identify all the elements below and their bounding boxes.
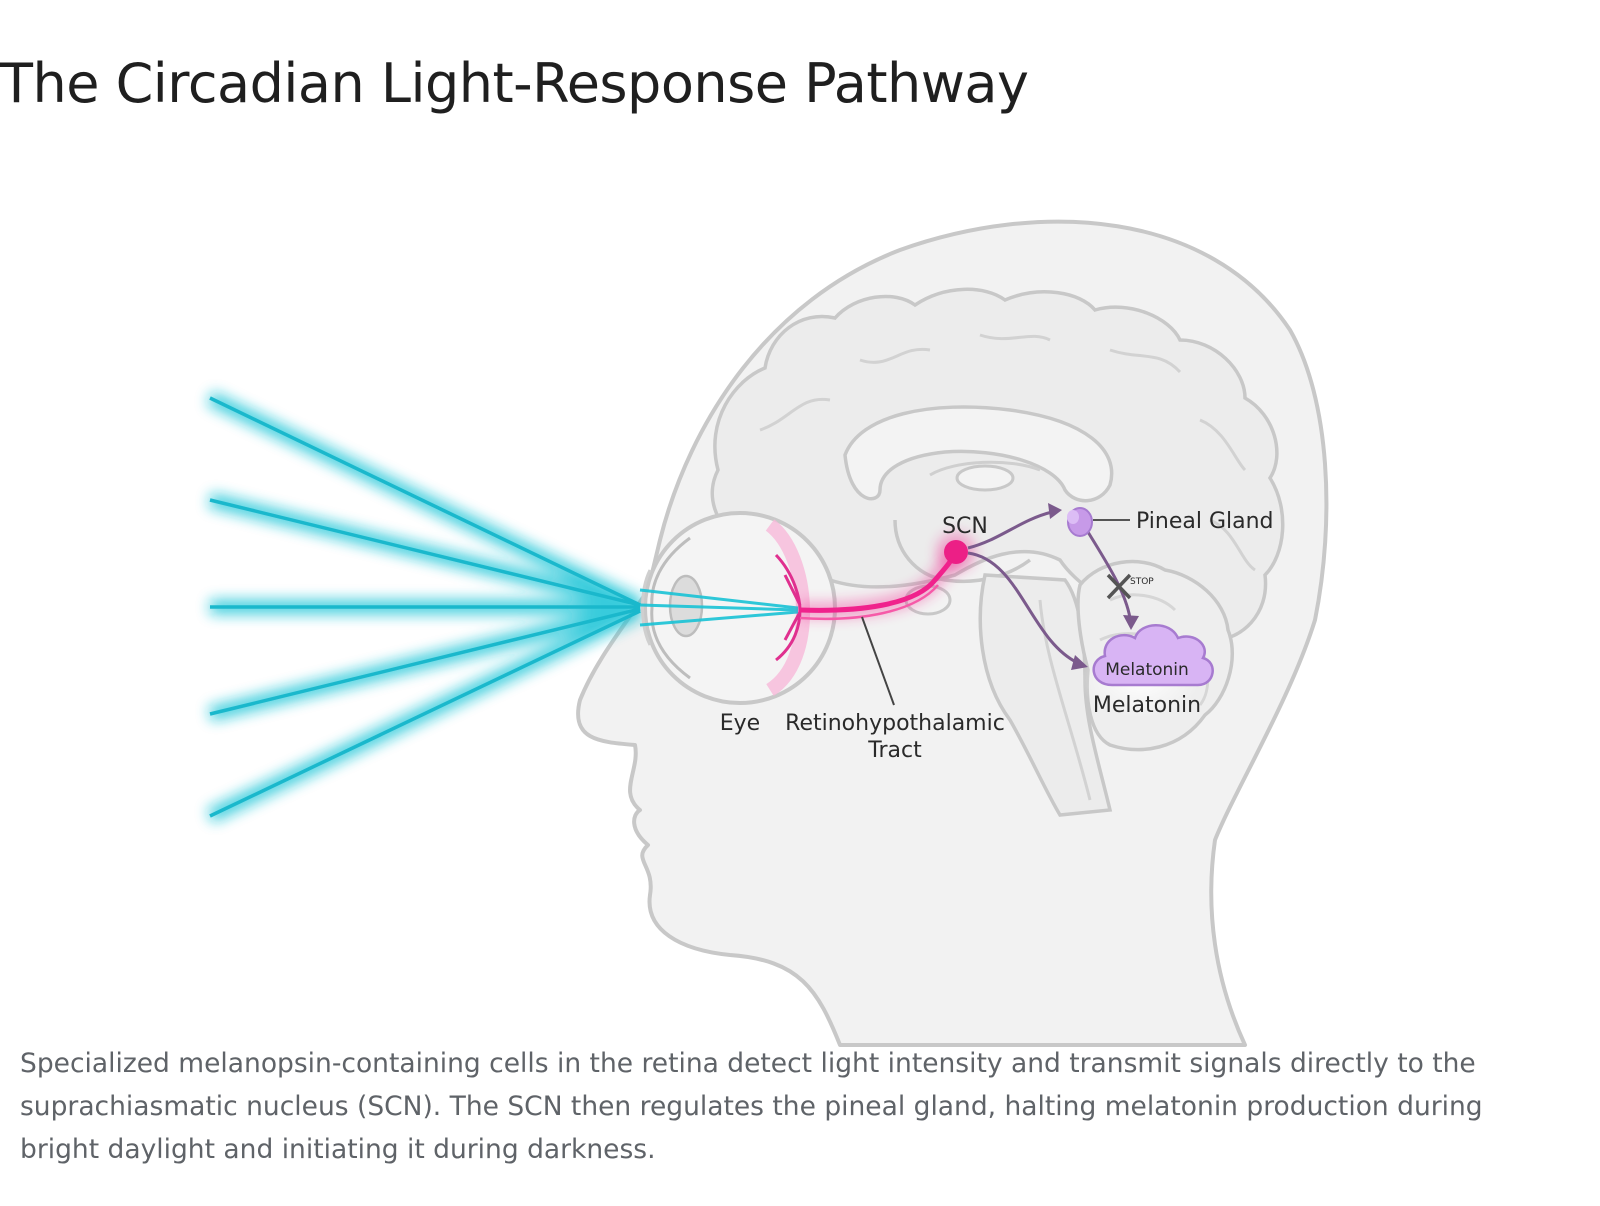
scn-to-melatonin-arrow bbox=[967, 551, 1079, 665]
pineal-to-melatonin-arrow bbox=[1086, 531, 1132, 619]
pineal-gland-label: Pineal Gland bbox=[1136, 509, 1274, 534]
melatonin-cloud bbox=[1092, 624, 1214, 687]
tract-leader-line bbox=[861, 616, 895, 706]
eye-label: Eye bbox=[720, 711, 760, 736]
tract-label-line1: Retinohypothalamic bbox=[785, 711, 1005, 736]
light-ray bbox=[209, 609, 641, 818]
pathway-arrows bbox=[967, 503, 1139, 670]
melatonin-cloud-label: Melatonin bbox=[1105, 660, 1189, 680]
light-rays bbox=[206, 391, 644, 823]
figure-caption: Specialized melanopsin-containing cells … bbox=[20, 1048, 1483, 1165]
scn-node bbox=[936, 532, 976, 572]
stop-label: STOP bbox=[1130, 577, 1154, 587]
page-title: The Circadian Light-Response Pathway bbox=[0, 52, 1029, 115]
scn-label: SCN bbox=[942, 514, 988, 539]
tract-label-line2: Tract bbox=[867, 738, 922, 763]
pineal-gland bbox=[1067, 507, 1130, 537]
scn-to-pineal-arrow bbox=[967, 510, 1053, 550]
light-ray bbox=[209, 498, 641, 607]
light-ray bbox=[209, 396, 641, 607]
light-ray bbox=[209, 607, 641, 716]
melatonin-label: Melatonin bbox=[1093, 693, 1201, 718]
stop-mark bbox=[1106, 573, 1132, 600]
